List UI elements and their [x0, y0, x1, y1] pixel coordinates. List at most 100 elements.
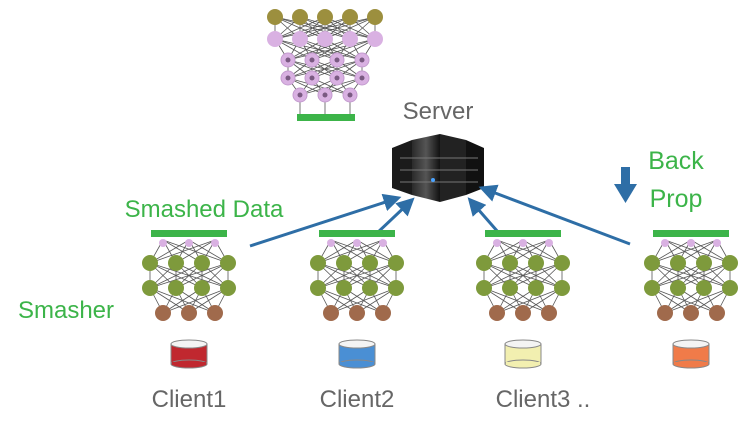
node — [342, 9, 358, 25]
node — [683, 305, 699, 321]
node — [336, 255, 352, 271]
node — [194, 280, 210, 296]
server-rack-icon — [392, 134, 484, 202]
client-label: Client2 — [320, 386, 395, 413]
node — [142, 280, 158, 296]
edge — [317, 262, 371, 289]
node — [220, 255, 236, 271]
edge — [162, 287, 229, 314]
edge — [311, 59, 363, 79]
node — [528, 280, 544, 296]
node — [310, 280, 326, 296]
cut-layer-bar — [319, 230, 395, 237]
node — [687, 239, 695, 247]
node — [722, 280, 738, 296]
node — [515, 305, 531, 321]
client-label: Client3 .. — [496, 386, 591, 413]
node — [317, 31, 333, 47]
edge — [149, 239, 216, 264]
edge — [299, 16, 376, 40]
upload-arrow-client3 — [467, 197, 500, 233]
node — [159, 239, 167, 247]
server-network — [267, 9, 383, 121]
edge — [651, 262, 731, 289]
node-center — [309, 57, 315, 63]
node — [528, 255, 544, 271]
node — [317, 9, 333, 25]
node — [362, 255, 378, 271]
node-center — [359, 75, 365, 81]
node — [388, 280, 404, 296]
edge — [483, 262, 537, 289]
node — [379, 239, 387, 247]
client-3-network — [476, 230, 570, 321]
edge — [175, 262, 229, 289]
edge — [317, 262, 397, 289]
node — [388, 255, 404, 271]
edge — [677, 262, 731, 289]
node — [502, 280, 518, 296]
node — [292, 31, 308, 47]
edge — [330, 287, 397, 314]
cut-layer-bar — [653, 230, 729, 237]
edge — [509, 262, 563, 289]
node — [267, 31, 283, 47]
node — [211, 239, 219, 247]
edge — [664, 287, 731, 314]
node — [323, 305, 339, 321]
node — [194, 255, 210, 271]
edge — [317, 239, 384, 264]
back-prop-label-line1: Back — [648, 147, 704, 175]
node — [155, 305, 171, 321]
node-center — [359, 57, 365, 63]
node-center — [285, 75, 291, 81]
server-cut-layer — [297, 114, 355, 121]
down-arrow-icon — [614, 167, 637, 203]
node — [367, 31, 383, 47]
clients-group: Client1 Client2 Client3 .. — [142, 230, 738, 413]
edge — [343, 262, 397, 289]
edge — [274, 16, 351, 40]
node-center — [297, 92, 303, 98]
node — [722, 255, 738, 271]
upload-arrow-client2 — [374, 197, 415, 236]
node — [292, 9, 308, 25]
node — [644, 280, 660, 296]
node-center — [334, 57, 340, 63]
node — [367, 9, 383, 25]
client-1: Client1 — [142, 230, 236, 413]
node — [493, 239, 501, 247]
edge — [287, 38, 351, 61]
edge — [651, 239, 718, 264]
smashed-data-label: Smashed Data — [125, 196, 284, 223]
node — [696, 255, 712, 271]
node — [327, 239, 335, 247]
database-icon — [338, 339, 376, 369]
node — [353, 239, 361, 247]
server-label: Server — [403, 98, 474, 125]
edge — [483, 239, 550, 264]
edge — [287, 38, 376, 61]
edge — [324, 16, 376, 40]
node — [489, 305, 505, 321]
node — [541, 305, 557, 321]
edge — [496, 287, 563, 314]
node-center — [285, 57, 291, 63]
node — [670, 255, 686, 271]
cut-layer-bar — [485, 230, 561, 237]
node — [661, 239, 669, 247]
node — [310, 255, 326, 271]
edge — [287, 59, 338, 79]
node — [342, 31, 358, 47]
node — [670, 280, 686, 296]
node — [554, 255, 570, 271]
node-center — [347, 92, 353, 98]
node — [185, 239, 193, 247]
client-label: Client1 — [152, 386, 227, 413]
node — [476, 255, 492, 271]
node — [657, 305, 673, 321]
edge — [483, 262, 563, 289]
edge — [274, 16, 376, 40]
client-4-network — [644, 230, 738, 321]
node — [502, 255, 518, 271]
